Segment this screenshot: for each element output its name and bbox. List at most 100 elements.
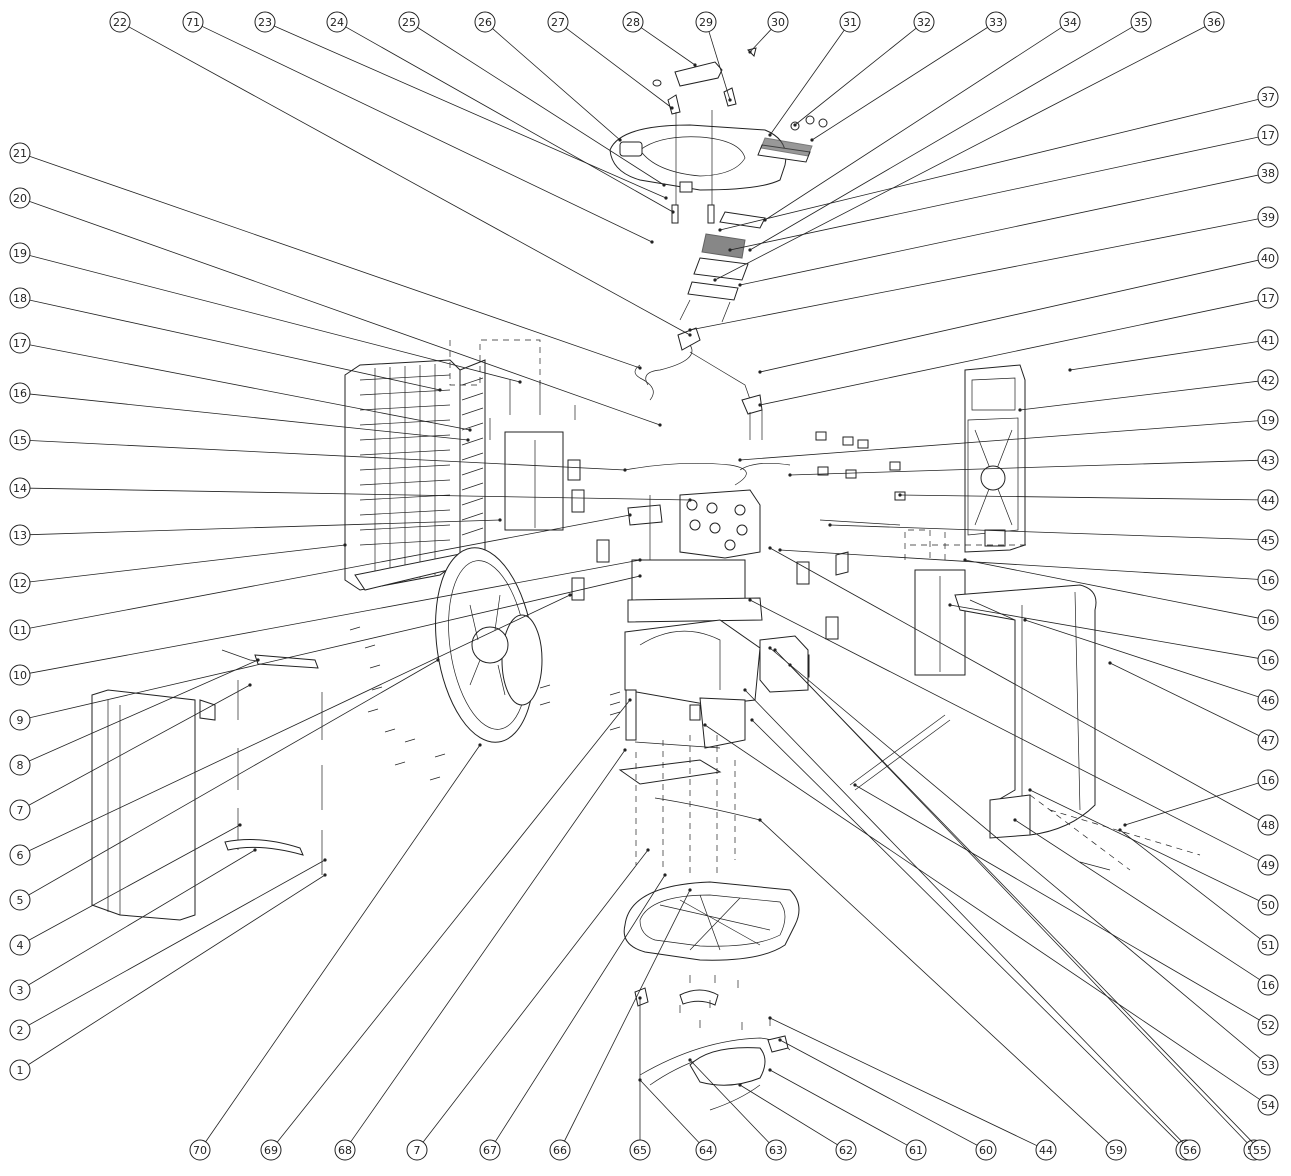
leader-tip [713, 278, 717, 282]
callout-circle [9, 187, 31, 209]
callout-number: 15 [13, 434, 27, 447]
leader-line [417, 27, 665, 186]
callout-circle [1257, 569, 1279, 591]
bottom-callout-68: 68 [334, 748, 627, 1161]
callout-number: 53 [1261, 1059, 1275, 1072]
callout-circle [9, 799, 31, 821]
leader-line [794, 27, 917, 126]
callout-circle [9, 664, 31, 686]
leader-tip [788, 473, 792, 477]
callout-number: 66 [553, 1144, 567, 1157]
bottom-callout-56: 56 [743, 688, 1201, 1161]
callout-circle [622, 11, 644, 33]
leader-tip [638, 574, 642, 578]
callout-number: 16 [13, 387, 27, 400]
leader-line [128, 26, 691, 336]
leader-tip [768, 133, 772, 137]
callout-circle [182, 11, 204, 33]
front-panel-part [91, 649, 323, 921]
right-callout-51: 51 [1118, 828, 1279, 956]
callout-circle [9, 429, 31, 451]
leader-line [1014, 819, 1260, 980]
callout-circle [975, 1139, 997, 1161]
leader-tip [628, 698, 632, 702]
leader-line [345, 26, 674, 213]
leader-tip [664, 196, 668, 200]
leader-line [759, 259, 1259, 373]
callout-circle [9, 287, 31, 309]
leader-tip [623, 468, 627, 472]
right-callout-38: 38 [738, 162, 1279, 287]
leader-line [854, 784, 1260, 1021]
leader-tip [728, 98, 732, 102]
leader-line [1119, 829, 1261, 940]
callout-number: 21 [13, 147, 27, 160]
bottom-callout-65: 65 [629, 996, 651, 1161]
callout-number: 70 [193, 1144, 207, 1157]
leader-tip [688, 1058, 692, 1062]
callout-circle [1257, 489, 1279, 511]
right-callout-47: 47 [1108, 661, 1279, 751]
callout-number: 40 [1261, 252, 1275, 265]
leader-line [276, 699, 631, 1143]
leader-tip [658, 423, 662, 427]
left-callout-13: 13 [9, 518, 502, 546]
callout-number: 59 [1109, 1144, 1123, 1157]
leader-line [789, 459, 1259, 476]
leader-line [739, 1084, 838, 1146]
callout-number: 44 [1261, 494, 1275, 507]
top-callout-27: 27 [547, 11, 674, 110]
callout-number: 9 [17, 714, 24, 727]
leader-tip [768, 1016, 772, 1020]
left-callout-17: 17 [9, 332, 472, 432]
callout-circle [1257, 894, 1279, 916]
leader-line [964, 559, 1259, 619]
leader-tip [343, 543, 347, 547]
leader-line [28, 874, 326, 1065]
bottom-callout-44: 44 [768, 1016, 1057, 1161]
leader-tip [1108, 661, 1112, 665]
left-callout-5: 5 [9, 658, 440, 911]
leader-tip [650, 240, 654, 244]
leader-tip [466, 438, 470, 442]
callout-number: 13 [13, 529, 27, 542]
leader-tip [498, 518, 502, 522]
right-shell-part [954, 584, 1097, 839]
handle-part [674, 61, 723, 87]
right-callout-52: 52 [853, 783, 1279, 1036]
top-callout-33: 33 [810, 11, 1007, 142]
callout-number: 17 [13, 337, 27, 350]
leader-line [749, 29, 772, 53]
callout-number: 7 [414, 1144, 421, 1157]
leader-line [769, 1069, 908, 1146]
callout-circle [1257, 247, 1279, 269]
callout-number: 32 [917, 16, 931, 29]
right-callout-16: 16 [778, 548, 1279, 591]
leader-line [29, 514, 631, 629]
top-callout-22: 22 [109, 11, 692, 337]
callout-number: 43 [1261, 454, 1275, 467]
callout-number: 37 [1261, 91, 1275, 104]
callout-number: 49 [1261, 859, 1275, 872]
callout-circle [1257, 124, 1279, 146]
leader-tip [671, 210, 675, 214]
callout-number: 35 [1134, 16, 1148, 29]
callout-circle [9, 709, 31, 731]
leader-line [1069, 341, 1259, 371]
leader-tip [638, 558, 642, 562]
left-callout-8: 8 [9, 658, 260, 776]
callout-number: 30 [771, 16, 785, 29]
callout-circle [1257, 649, 1279, 671]
callout-circle [1130, 11, 1152, 33]
leader-tip [738, 1083, 742, 1087]
top-cover-part [609, 124, 787, 193]
callout-circle [9, 142, 31, 164]
callout-circle [9, 524, 31, 546]
bottom-callout-58: 58 [750, 718, 1197, 1161]
leader-tip [778, 548, 782, 552]
left-callout-14: 14 [9, 477, 692, 502]
callout-number: 42 [1261, 374, 1275, 387]
callout-circle [913, 11, 935, 33]
callout-number: 3 [17, 984, 24, 997]
